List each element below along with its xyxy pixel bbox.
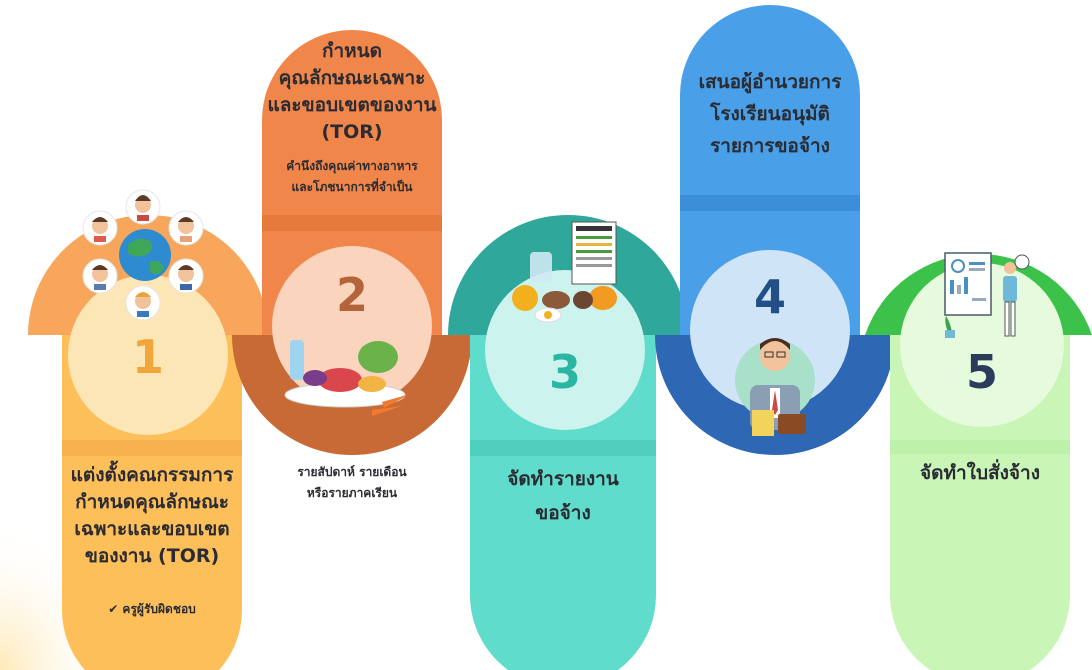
step-1-title-line: แต่งตั้งคณกรรมการ <box>70 464 234 486</box>
step-2-subtitle: คำนึงถึงคุณค่าทางอาหาร และโภชนาการที่จำเ… <box>252 156 452 198</box>
step-1-note: ✔ ครูผู้รับผิดชอบ <box>108 602 196 616</box>
food-basket-icon <box>284 340 410 416</box>
step-2-subtitle-line: คำนึงถึงคุณค่าทางอาหาร <box>286 159 418 173</box>
step-1-number: 1 <box>131 330 164 384</box>
step-2-bottom-line: รายสัปดาห์ รายเดือน <box>297 465 407 479</box>
people-globe-icon <box>82 189 204 321</box>
step-1-title-line: กำหนดคุณลักษณะ <box>75 491 229 513</box>
businessman-icon <box>735 338 815 436</box>
nutrition-facts-icon <box>512 221 617 323</box>
step-3-shape <box>448 215 688 670</box>
step-1-title: แต่งตั้งคณกรรมการ กำหนดคุณลักษณะ เฉพาะแล… <box>42 462 262 570</box>
step-5-title: จัดทำใบสั่งจ้าง <box>890 460 1070 487</box>
step-4-title-line: โรงเรียนอนุมัติ <box>710 103 830 125</box>
step-2-bottom-line: หรือรายภาคเรียน <box>306 486 398 500</box>
step-2-title: กำหนด คุณลักษณะเฉพาะ และขอบเขตของงาน (TO… <box>252 38 452 146</box>
step-4-title-line: เสนอผู้อำนวยการ <box>698 71 842 93</box>
step-3-title: จัดทำรายงาน ขอจ้าง <box>470 462 656 530</box>
step-3-title-line: จัดทำรายงาน <box>507 468 619 490</box>
step-4-title: เสนอผู้อำนวยการ โรงเรียนอนุมัติ รายการขอ… <box>672 66 868 162</box>
step-2-subtitle-line: และโภชนาการที่จำเป็น <box>291 180 413 194</box>
step-3-number: 3 <box>548 345 581 399</box>
presenter-board-icon <box>944 252 1030 338</box>
step-2-title-line: และขอบเขตของงาน <box>267 94 437 116</box>
step-2-title-line: คุณลักษณะเฉพาะ <box>278 67 426 89</box>
step-1-title-line: เฉพาะและขอบเขต <box>74 518 230 540</box>
step-5-shape <box>865 253 1092 670</box>
step-5-title-line: จัดทำใบสั่งจ้าง <box>920 462 1040 484</box>
step-4-shape <box>655 5 895 455</box>
step-2-shape <box>232 30 472 455</box>
step-2-title-line: กำหนด <box>321 40 383 62</box>
step-4-title-line: รายการขอจ้าง <box>710 135 830 157</box>
step-3-title-line: ขอจ้าง <box>535 502 591 524</box>
step-1-title-line: ของงาน (TOR) <box>84 545 220 567</box>
step-2-number: 2 <box>335 268 368 322</box>
step-4-number: 4 <box>753 270 786 324</box>
step-2-bottom-note: รายสัปดาห์ รายเดือน หรือรายภาคเรียน <box>262 462 442 504</box>
step-2-title-line: (TOR) <box>321 121 383 143</box>
step-5-number: 5 <box>965 345 998 399</box>
